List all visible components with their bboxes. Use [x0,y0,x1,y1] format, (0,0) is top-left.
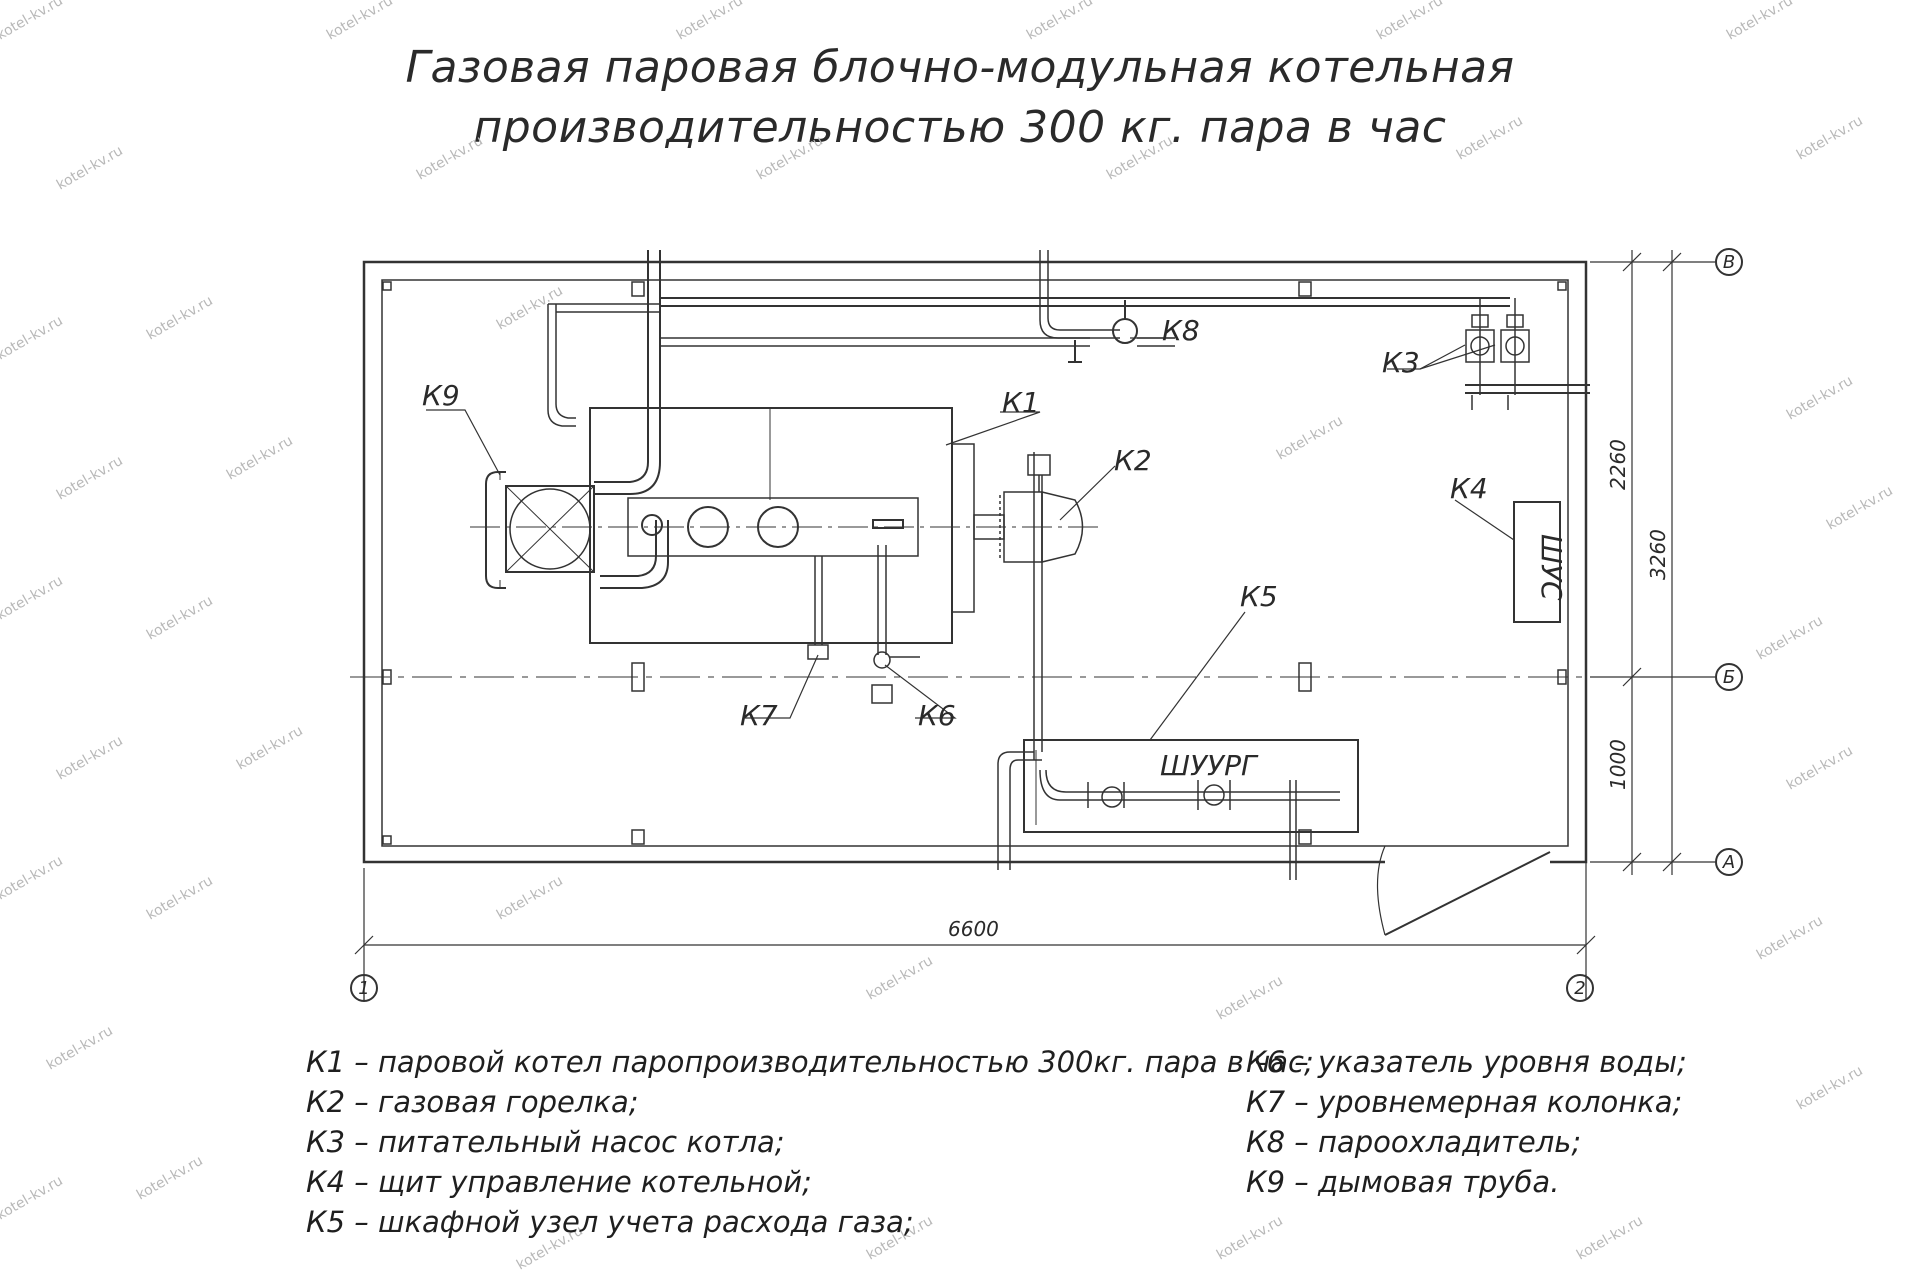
svg-text:kotel-kv.ru: kotel-kv.ru [1024,0,1096,43]
svg-text:kotel-kv.ru: kotel-kv.ru [1104,133,1176,184]
legend-item-k3: К3 – питательный насос котла; [306,1125,785,1159]
svg-text:kotel-kv.ru: kotel-kv.ru [1454,113,1526,164]
svg-text:kotel-kv.ru: kotel-kv.ru [1374,0,1446,43]
inner-wall [381,279,1569,847]
legend-item-k2: К2 – газовая горелка; [306,1085,639,1119]
legend-item-k8: К8 – пароохладитель; [1246,1125,1582,1159]
svg-text:kotel-kv.ru: kotel-kv.ru [0,853,66,904]
door-leaf [1384,851,1551,936]
legend-item-k1: К1 – паровой котел паропроизводительност… [306,1045,1314,1079]
svg-text:kotel-kv.ru: kotel-kv.ru [494,873,566,924]
svg-text:kotel-kv.ru: kotel-kv.ru [1794,1063,1866,1114]
legend-item-k9: К9 – дымовая труба. [1246,1165,1560,1199]
svg-text:kotel-kv.ru: kotel-kv.ru [54,453,126,504]
svg-text:kotel-kv.ru: kotel-kv.ru [144,873,216,924]
axis-label-2: 2 [1574,978,1585,999]
axis-bubble-b [1715,663,1743,691]
diagram-title-line2: производительностью 300 кг. пара в час [473,102,1447,153]
axis-bubble-1 [350,974,378,1002]
outer-wall [362,260,1588,864]
axis-bubble-a [1715,848,1743,876]
svg-text:kotel-kv.ru: kotel-kv.ru [144,293,216,344]
label-shuurg: ШУУРГ [1160,749,1259,782]
door-swing [1376,845,1386,936]
axis-bubble-v [1715,248,1743,276]
axis-bubble-2 [1566,974,1594,1002]
legend-item-k4: К4 – щит управление котельной; [306,1165,812,1199]
svg-text:kotel-kv.ru: kotel-kv.ru [1784,373,1856,424]
svg-text:kotel-kv.ru: kotel-kv.ru [0,0,66,43]
level-column-k7 [807,644,829,660]
control-panel-k4 [1513,501,1561,623]
label-k3: К3 [1382,346,1420,379]
axis-label-1: 1 [358,978,369,999]
label-k5: К5 [1240,580,1278,613]
steam-cooler-k8 [1112,318,1138,344]
svg-text:kotel-kv.ru: kotel-kv.ru [864,953,936,1004]
feed-pumps-k3 [1465,298,1590,410]
gas-meter-cabinet-k5 [1023,739,1359,833]
svg-text:kotel-kv.ru: kotel-kv.ru [0,573,66,624]
axis-label-v: В [1723,252,1735,273]
legend-right: К6 – указатель уровня воды; К7 – уровнем… [1246,1042,1687,1202]
water-level-gauge-k6 [873,651,891,669]
label-k6: К6 [918,699,956,732]
svg-text:kotel-kv.ru: kotel-kv.ru [324,0,396,43]
svg-text:kotel-kv.ru: kotel-kv.ru [1574,1213,1646,1264]
chimney-k9 [505,485,595,573]
label-k2: К2 [1114,444,1152,477]
svg-text:kotel-kv.ru: kotel-kv.ru [54,733,126,784]
svg-text:kotel-kv.ru: kotel-kv.ru [674,0,746,43]
svg-text:kotel-kv.ru: kotel-kv.ru [754,133,826,184]
svg-text:kotel-kv.ru: kotel-kv.ru [1784,743,1856,794]
svg-text:kotel-kv.ru: kotel-kv.ru [0,1173,66,1224]
dim-width: 6600 [948,917,999,941]
svg-text:kotel-kv.ru: kotel-kv.ru [44,1023,116,1074]
svg-text:kotel-kv.ru: kotel-kv.ru [1794,113,1866,164]
diagram-title-line1: Газовая паровая блочно-модульная котельн… [405,42,1515,93]
svg-text:kotel-kv.ru: kotel-kv.ru [1824,483,1896,534]
label-k9: К9 [422,379,460,412]
legend-item-k7: К7 – уровнемерная колонка; [1246,1085,1683,1119]
legend-item-k5: К5 – шкафной узел учета расхода газа; [306,1205,914,1239]
svg-text:kotel-kv.ru: kotel-kv.ru [144,593,216,644]
steam-pipe-main [594,250,649,483]
gas-burner-k2 [973,452,1084,760]
label-k1: К1 [1002,386,1040,419]
svg-text:kotel-kv.ru: kotel-kv.ru [1214,973,1286,1024]
legend-left: К1 – паровой котел паропроизводительност… [306,1042,1314,1242]
svg-text:kotel-kv.ru: kotel-kv.ru [134,1153,206,1204]
boiler-k1 [589,407,953,644]
svg-text:kotel-kv.ru: kotel-kv.ru [224,433,296,484]
svg-text:kotel-kv.ru: kotel-kv.ru [494,283,566,334]
axis-label-b: Б [1723,667,1735,688]
dim-1000: 1000 [1606,739,1630,790]
label-k4: К4 [1450,472,1488,505]
label-k8: К8 [1162,314,1200,347]
svg-text:kotel-kv.ru: kotel-kv.ru [234,723,306,774]
axis-label-a: А [1722,852,1735,873]
svg-text:kotel-kv.ru: kotel-kv.ru [1754,913,1826,964]
dim-3260: 3260 [1646,529,1670,580]
legend-item-k6: К6 – указатель уровня воды; [1246,1045,1687,1079]
svg-text:kotel-kv.ru: kotel-kv.ru [414,133,486,184]
svg-text:kotel-kv.ru: kotel-kv.ru [54,143,126,194]
svg-text:kotel-kv.ru: kotel-kv.ru [1724,0,1796,43]
dim-2260: 2260 [1606,439,1630,490]
svg-text:kotel-kv.ru: kotel-kv.ru [1754,613,1826,664]
svg-text:kotel-kv.ru: kotel-kv.ru [1274,413,1346,464]
label-k7: К7 [740,699,778,732]
label-shus: ШУС [1535,534,1568,601]
svg-text:kotel-kv.ru: kotel-kv.ru [0,313,66,364]
boiler-front-panel [627,497,919,557]
